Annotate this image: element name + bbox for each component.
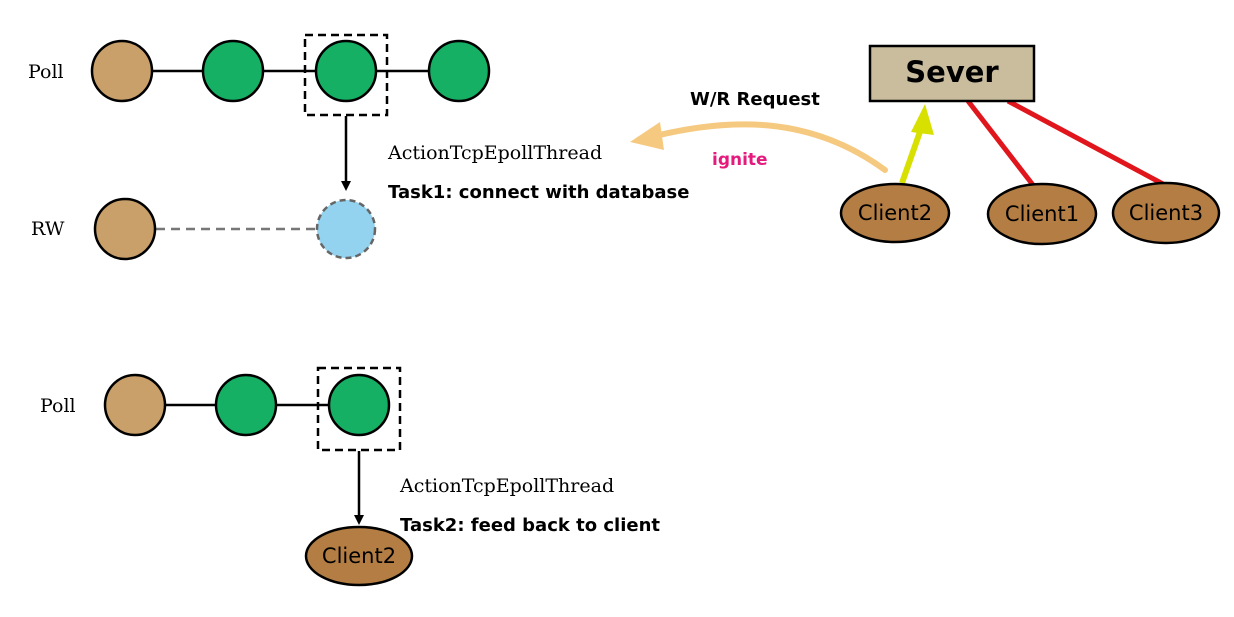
client2-link [899,125,925,184]
bottom-task-label: Task2: feed back to client [400,515,660,536]
client1-node [986,182,1098,246]
top-poll-node-4 [427,39,491,103]
rw-label: RW [31,218,65,240]
top-poll-label: Poll [28,61,64,83]
client2-node [839,182,951,244]
server-box [868,44,1036,103]
bottom-selection-box [316,366,402,452]
rw-node-1 [93,197,157,261]
top-selection-box [303,33,389,117]
ignite-label: ignite [712,150,768,170]
bottom-poll-label: Poll [40,395,76,417]
top-poll-node-3 [314,39,378,103]
client3-label: Client3 [1129,201,1203,225]
bottom-poll-node-3 [327,373,391,437]
client2-link-arrowhead [911,104,934,135]
top-thread-label: ActionTcpEpollThread [387,142,602,164]
client3-link [1006,98,1165,187]
client3-node [1111,181,1221,245]
bottom-client2-node [304,525,414,587]
bottom-poll-node-2 [214,373,278,437]
client1-link [966,99,1035,187]
top-task-label: Task1: connect with database [388,182,689,203]
rw-node-task [315,198,377,260]
request-label: W/R Request [690,89,820,110]
client2-label: Client2 [858,201,932,225]
top-poll-node-1 [90,39,154,103]
request-arrowhead [630,122,664,150]
bottom-poll-node-1 [103,373,167,437]
bottom-client2-label: Client2 [322,544,396,568]
bottom-thread-label: ActionTcpEpollThread [399,475,614,497]
request-arrow [652,121,888,173]
top-poll-node-2 [201,39,265,103]
client1-label: Client1 [1005,202,1079,226]
server-label: Sever [905,55,999,89]
